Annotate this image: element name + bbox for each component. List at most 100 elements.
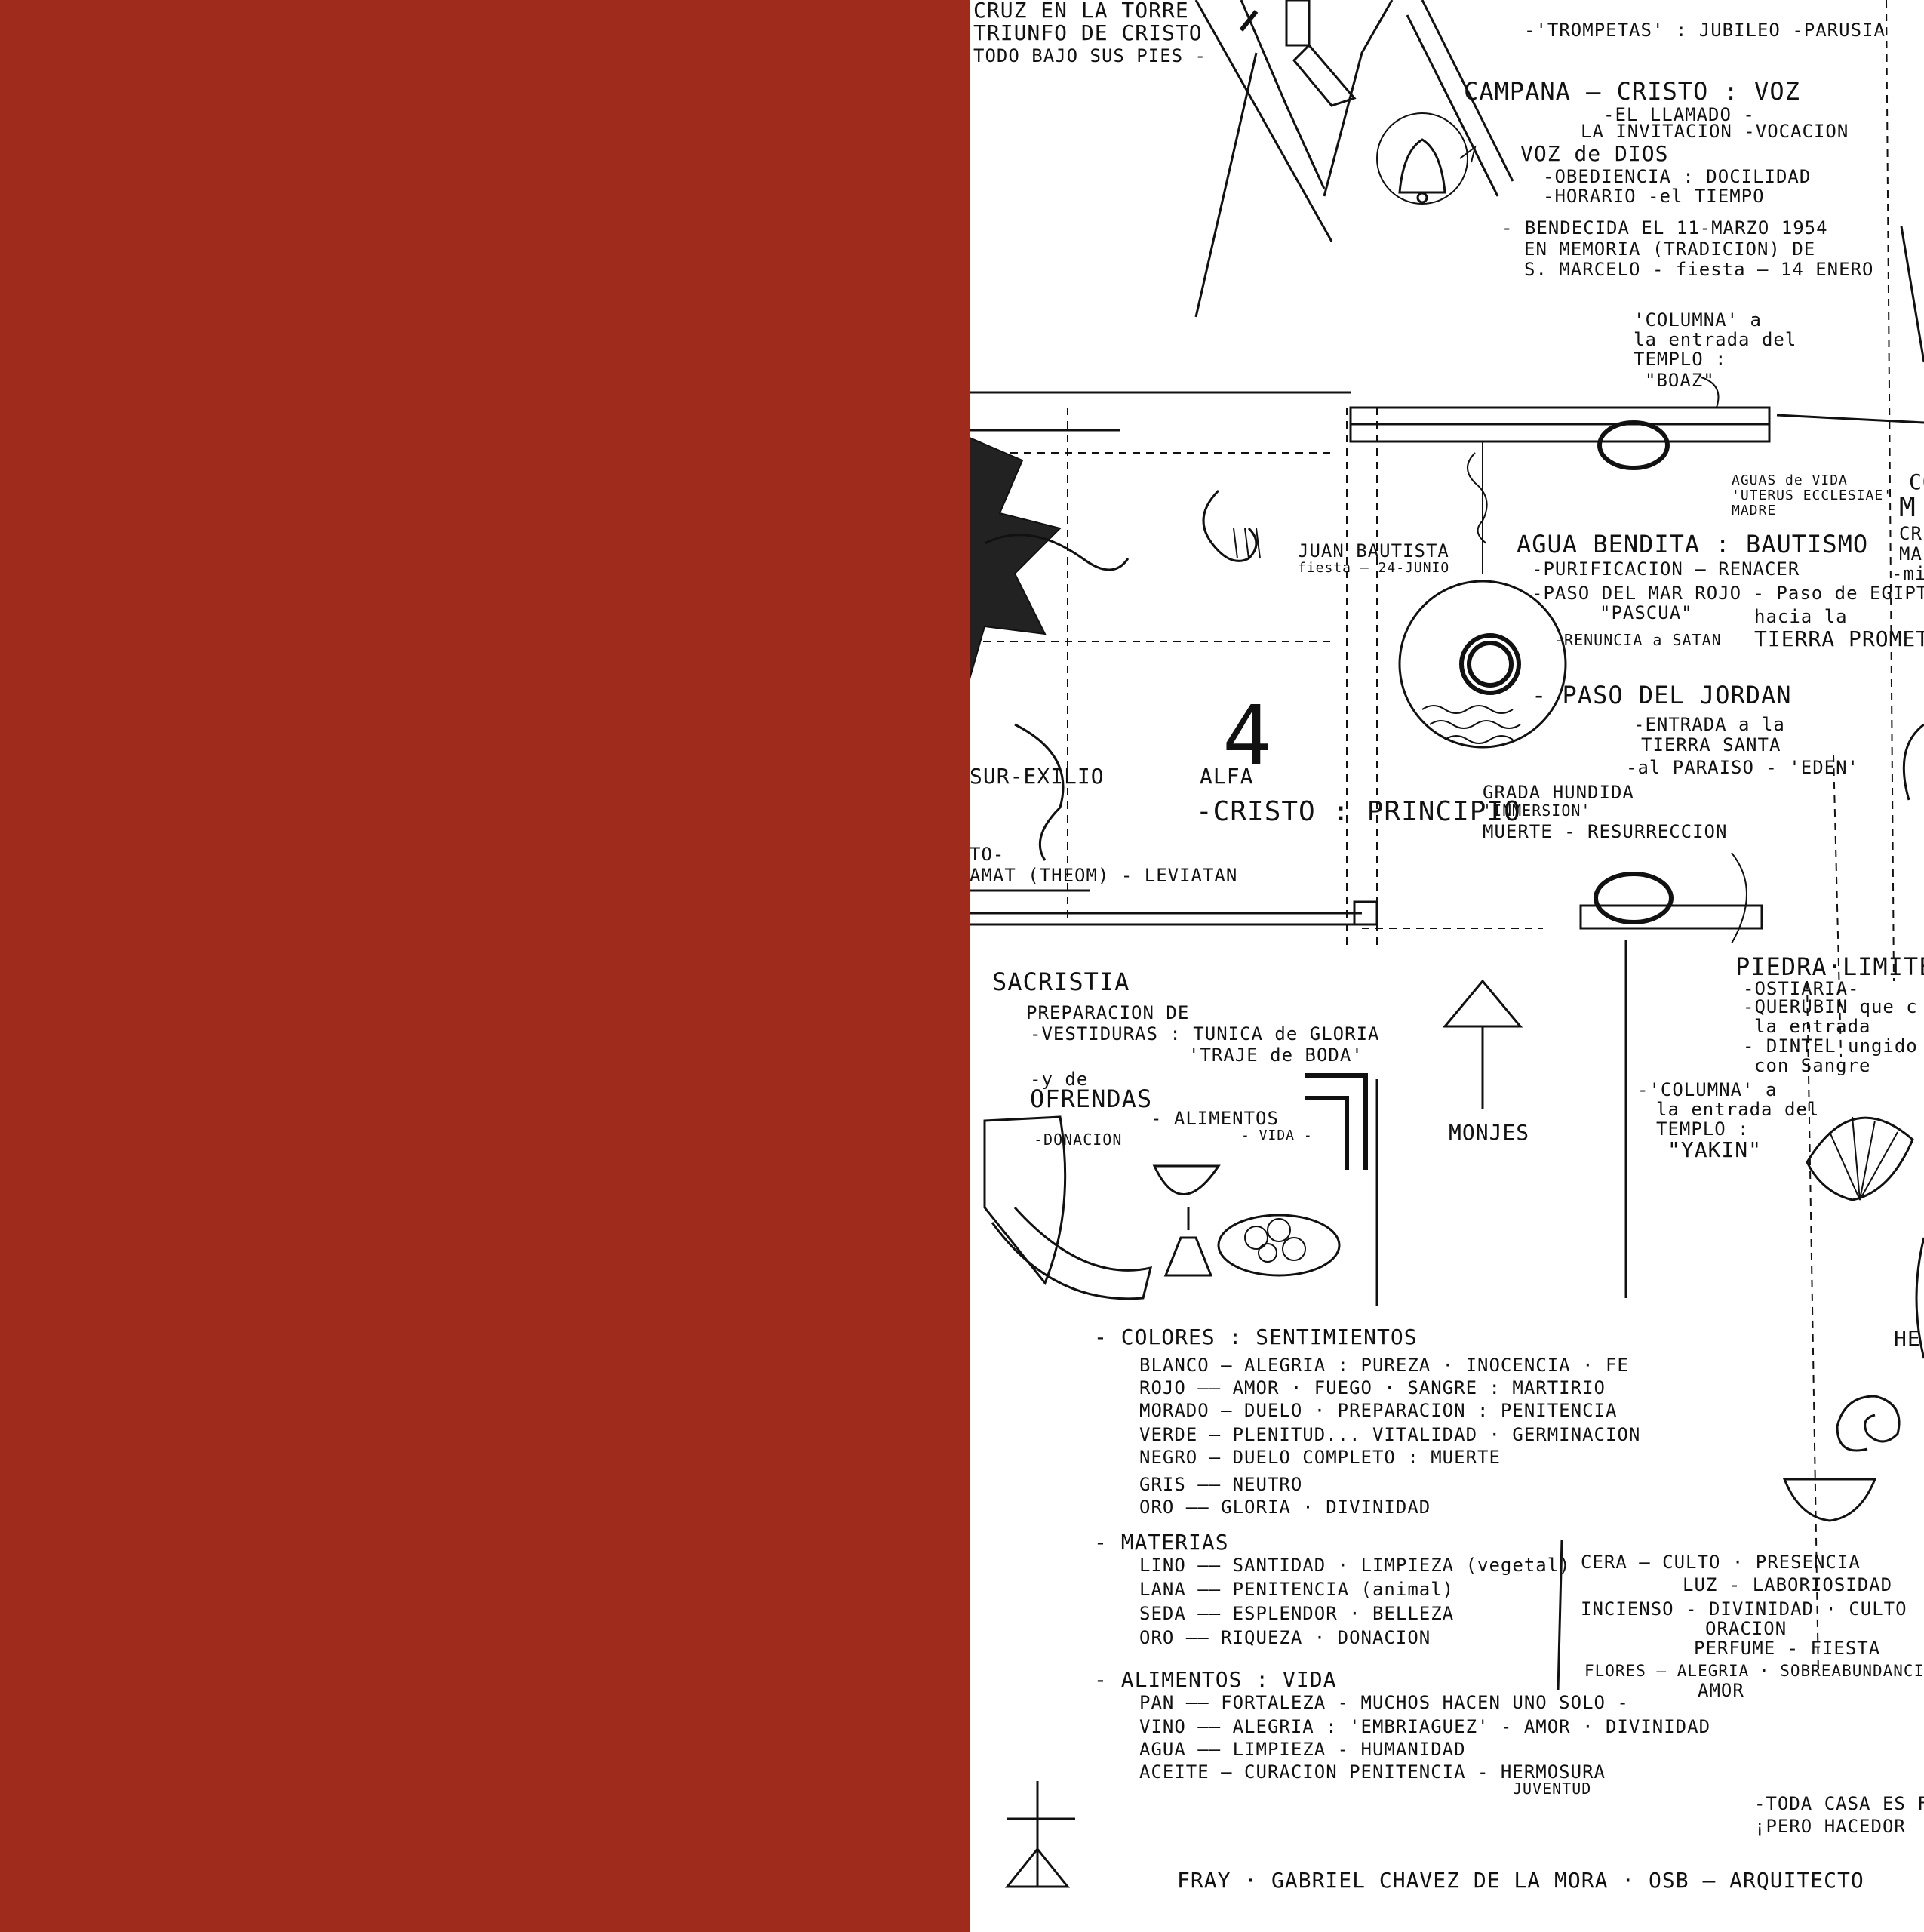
jordan-text-3: -al PARAISO - 'EDEN' <box>1626 757 1859 778</box>
jordan-text-1: -ENTRADA a la <box>1634 714 1785 735</box>
voz-text-2: -HORARIO -el TIEMPO <box>1543 186 1765 207</box>
materias-row-1: LINO —— SANTIDAD · LIMPIEZA (vegetal) <box>1139 1555 1571 1576</box>
sacristia-text-4: -y de <box>1030 1069 1089 1090</box>
cera-text-7: AMOR <box>1698 1680 1744 1701</box>
agua-bendita-title: AGUA BENDITA : BAUTISMO <box>1517 530 1869 558</box>
donacion-text: -DONACION <box>1034 1131 1123 1149</box>
voz-de-dios: VOZ de DIOS <box>1520 141 1669 166</box>
arrow-up-icon <box>1442 979 1523 1109</box>
agua-bendita-text-2: -PASO DEL MAR ROJO - Paso de EGIPTO <box>1532 583 1924 604</box>
colores-row-1: BLANCO — ALEGRIA : PUREZA · INOCENCIA · … <box>1139 1355 1629 1376</box>
scallop-shell-icon <box>1806 1116 1914 1201</box>
sacristia-text-3: 'TRAJE de BODA' <box>1188 1044 1363 1066</box>
column-boaz-icon <box>1597 377 1720 470</box>
wall-beam-top <box>970 391 1924 443</box>
piedra-text-5: con Sangre <box>1754 1055 1871 1076</box>
right-fragment-ma: MA <box>1899 543 1922 565</box>
sacristia-title: SACRISTIA <box>992 968 1130 996</box>
tower-drawing <box>1194 0 1514 318</box>
alimentos-row-2: VINO —— ALEGRIA : 'EMBRIAGUEZ' - AMOR · … <box>1139 1716 1711 1737</box>
agua-bendita-text-4: hacia la <box>1754 606 1848 627</box>
alimentos-title: - ALIMENTOS : VIDA <box>1094 1667 1337 1692</box>
exilio-text: SUR-EXILIO <box>970 764 1105 789</box>
jordan-title: - PASO DEL JORDAN <box>1532 681 1792 709</box>
chalice-icon <box>1152 1164 1221 1277</box>
wall-beam-bottom <box>970 852 1763 944</box>
colores-row-7: ORO —— GLORIA · DIVINIDAD <box>1139 1497 1431 1518</box>
campana-title: CAMPANA — CRISTO : VOZ <box>1464 77 1800 106</box>
cera-text-2: LUZ - LABORIOSIDAD <box>1683 1574 1893 1595</box>
alimentos-row-3: AGUA —— LIMPIEZA - HUMANIDAD <box>1139 1739 1466 1760</box>
cristo-principio-text: -CRISTO : PRINCIPIO <box>1196 796 1521 827</box>
left-fragment-2: AMAT (THEOM) - LEVIATAN <box>970 865 1238 886</box>
alimentos-row-4: ACEITE — CURACION PENITENCIA - HERMOSURA <box>1139 1761 1606 1783</box>
aguas-text-1: AGUAS de VIDA <box>1732 472 1848 488</box>
juventud-text: JUVENTUD <box>1513 1780 1592 1798</box>
aguas-text-2: 'UTERUS ECCLESIAE' <box>1732 488 1893 503</box>
juan-text-2: fiesta — 24-JUNIO <box>1298 560 1450 576</box>
alimentos-row-1: PAN —— FORTALEZA - MUCHOS HACEN UNO SOLO… <box>1139 1692 1629 1713</box>
right-fragment-m: M <box>1899 492 1916 523</box>
ornament-star-icon <box>970 436 1130 861</box>
bell-icon <box>1376 112 1477 205</box>
architectural-sketch: CRUZ EN LA TORRE TRIUNFO DE CRISTO TODO … <box>970 0 1924 1932</box>
bread-bowl-icon <box>1217 1214 1341 1277</box>
yakin-text-1: -'COLUMNA' a <box>1637 1079 1778 1100</box>
piedra-text-3: la entrada <box>1754 1016 1871 1037</box>
boaz-text-4: "BOAZ" <box>1645 370 1715 391</box>
materias-title: - MATERIAS <box>1094 1530 1229 1555</box>
sacristia-wall <box>1305 1073 1378 1306</box>
boaz-text-1: 'COLUMNA' a <box>1634 309 1762 331</box>
piedra-limite-title: PIEDRA·LIMITE <box>1735 952 1924 981</box>
right-fragment-co: CO <box>1909 469 1924 494</box>
bendecida-text-3: S. MARCELO - fiesta — 14 ENERO <box>1524 259 1874 280</box>
trompetas-text: -'TROMPETAS' : JUBILEO -PARUSIA <box>1524 20 1886 41</box>
cera-text-3: INCIENSO - DIVINIDAD · CULTO <box>1581 1598 1907 1620</box>
colores-row-2: ROJO —— AMOR · FUEGO · SANGRE : MARTIRIO <box>1139 1377 1606 1398</box>
campana-text-1: -EL LLAMADO - <box>1603 104 1755 125</box>
yakin-text-2: la entrada del <box>1656 1099 1820 1120</box>
bendecida-text-1: - BENDECIDA EL 11-MARZO 1954 <box>1501 217 1828 238</box>
architect-signature: FRAY · GABRIEL CHAVEZ DE LA MORA · OSB —… <box>1177 1868 1864 1893</box>
agua-bendita-text-6: -RENUNCIA a SATAN <box>1554 631 1722 649</box>
vestment-icon <box>983 1115 1153 1300</box>
boaz-text-2: la entrada del <box>1634 329 1797 350</box>
alfa-numeral: 4 <box>1222 688 1274 784</box>
agua-bendita-text-5: TIERRA PROMETIDA <box>1754 626 1924 651</box>
bendecida-text-2: EN MEMORIA (TRADICION) DE <box>1524 238 1816 260</box>
sacristia-text-1: PREPARACION DE <box>1026 1002 1190 1023</box>
boaz-text-3: TEMPLO : <box>1634 349 1727 370</box>
materias-row-3: SEDA —— ESPLENDOR · BELLEZA <box>1139 1603 1455 1624</box>
grada-text-2: 'INMERSION' <box>1483 801 1591 820</box>
monjes-label: MONJES <box>1449 1120 1530 1145</box>
colores-title: - COLORES : SENTIMIENTOS <box>1094 1324 1418 1349</box>
piedra-text-1: -OSTIARIA- <box>1743 978 1860 999</box>
cera-text-6: FLORES — ALEGRIA · SOBREABUNDANCIA <box>1584 1662 1924 1680</box>
red-color-panel <box>0 0 970 1932</box>
left-fragment-1: TO- <box>970 844 1005 865</box>
right-fragment-mi: -mi <box>1892 563 1924 584</box>
cera-text-5: PERFUME - FIESTA <box>1694 1638 1881 1659</box>
water-bowl-icon <box>1782 1395 1901 1522</box>
materias-row-2: LANA —— PENITENCIA (animal) <box>1139 1579 1455 1600</box>
right-fragment-cr: CR <box>1899 523 1922 544</box>
piedra-text-4: - DINTEL ungido <box>1743 1035 1918 1057</box>
yakin-text-3: TEMPLO : <box>1656 1118 1750 1140</box>
sketch-linework <box>970 0 1924 1888</box>
cross-emblem-icon <box>1004 1781 1075 1888</box>
agua-bendita-text-3: "PASCUA" <box>1600 602 1693 623</box>
colores-row-6: GRIS —— NEUTRO <box>1139 1474 1303 1495</box>
shell-icon <box>1202 489 1261 562</box>
alfa-text: ALFA <box>1200 764 1254 789</box>
tower-text-2: TRIUNFO DE CRISTO <box>973 20 1203 45</box>
aguas-text-3: MADRE <box>1732 503 1777 518</box>
sacristia-text-2: -VESTIDURAS : TUNICA de GLORIA <box>1030 1023 1380 1044</box>
right-fragment-he: HE <box>1894 1326 1921 1351</box>
ofrendas-text: OFRENDAS <box>1030 1084 1153 1113</box>
jordan-text-2: TIERRA SANTA <box>1641 734 1781 755</box>
voz-text-1: -OBEDIENCIA : DOCILIDAD <box>1543 166 1812 187</box>
colores-row-5: NEGRO — DUELO COMPLETO : MUERTE <box>1139 1447 1501 1468</box>
campana-text-2: LA INVITACION -VOCACION <box>1581 121 1849 142</box>
juan-text-1: JUAN BAUTISTA <box>1298 540 1449 561</box>
baptismal-font-icon <box>1398 441 1567 749</box>
